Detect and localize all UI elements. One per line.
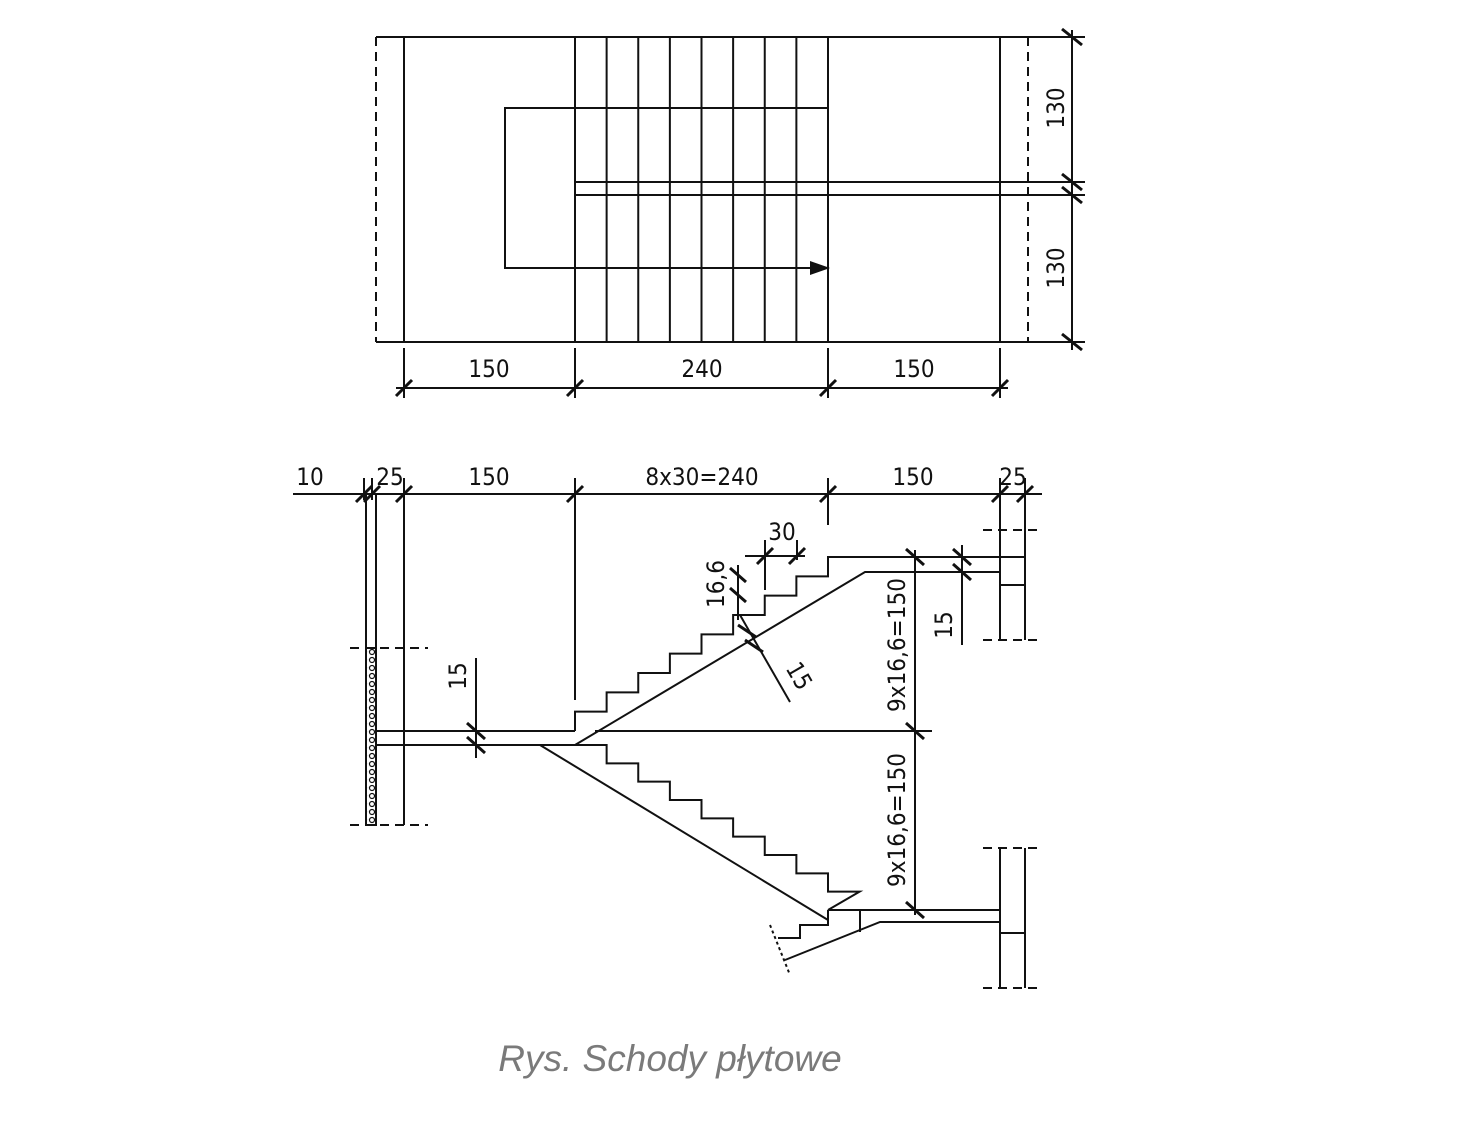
lower-flight-steps xyxy=(575,744,864,911)
section-dim-25-left: 25 xyxy=(376,463,403,491)
plan-dim-150-right: 150 xyxy=(893,355,934,383)
upper-flight-steps xyxy=(574,556,1000,731)
wall-hatch xyxy=(365,647,377,826)
plan-dim-240: 240 xyxy=(681,355,722,383)
plan-view: 130 130 150 240 150 xyxy=(375,27,1085,398)
section-dim-25-right: 25 xyxy=(999,463,1026,491)
riser-dim: 16,6 xyxy=(702,560,730,608)
slab-thickness-normal: 15 xyxy=(780,657,818,695)
section-dim-flight-length: 8x30=240 xyxy=(645,463,758,491)
section-dim-150-right: 150 xyxy=(892,463,933,491)
slab-thickness-right: 15 xyxy=(930,611,958,638)
direction-arrow-icon xyxy=(810,261,830,275)
upper-flight-height: 9x16,6=150 xyxy=(883,578,911,712)
plan-dim-150-left: 150 xyxy=(468,355,509,383)
section-view: 10 25 150 8x30=240 150 25 xyxy=(293,463,1042,989)
lower-flight-height: 9x16,6=150 xyxy=(883,753,911,887)
plan-dim-130-lower: 130 xyxy=(1042,247,1070,288)
slab-thickness-left: 15 xyxy=(444,662,472,689)
tread-dim: 30 xyxy=(768,518,795,546)
figure-caption: Rys. Schody płytowe xyxy=(498,1038,842,1079)
section-dim-10: 10 xyxy=(296,463,323,491)
plan-step-lines xyxy=(574,37,829,342)
section-dim-150-left: 150 xyxy=(468,463,509,491)
plan-dim-130-upper: 130 xyxy=(1042,87,1070,128)
